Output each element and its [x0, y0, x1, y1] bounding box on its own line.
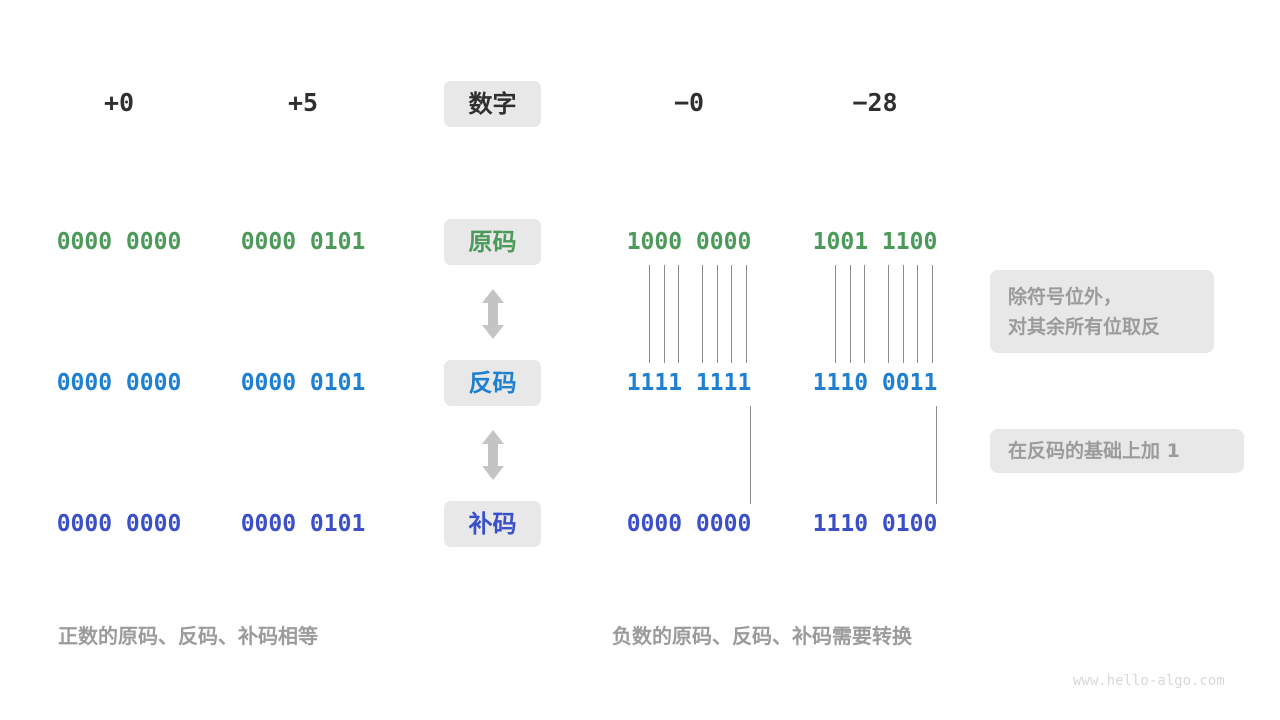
header-plus-zero: +0 — [103, 88, 135, 117]
cell-buma-plus-five: 0000 0101 — [240, 511, 366, 537]
cell-fanma-plus-zero: 0000 0000 — [56, 370, 182, 396]
row-label-fanma: 反码 — [444, 360, 541, 406]
arrow-fanma-to-buma-icon — [478, 429, 508, 485]
cell-fanma-minus-twentyeight: 1110 0011 — [812, 370, 938, 396]
connector-invert-line — [835, 265, 836, 363]
connector-invert-line — [717, 265, 718, 363]
header-chip-number: 数字 — [444, 81, 541, 127]
connector-invert-line — [888, 265, 889, 363]
cell-buma-minus-twentyeight: 1110 0100 — [812, 511, 938, 537]
connector-invert-line — [664, 265, 665, 363]
connector-addone-line — [936, 406, 937, 504]
watermark-site-url: www.hello-algo.com — [1073, 673, 1225, 689]
caption-positive-equal: 正数的原码、反码、补码相等 — [58, 624, 318, 648]
connector-invert-line — [932, 265, 933, 363]
connector-invert-line — [746, 265, 747, 363]
cell-fanma-plus-five: 0000 0101 — [240, 370, 366, 396]
connector-invert-line — [731, 265, 732, 363]
header-plus-five: +5 — [287, 88, 319, 117]
connector-invert-line — [649, 265, 650, 363]
row-label-buma: 补码 — [444, 501, 541, 547]
note-add-one: 在反码的基础上加 1 — [990, 429, 1244, 473]
connector-invert-line — [917, 265, 918, 363]
note-invert-except-sign: 除符号位外， 对其余所有位取反 — [990, 270, 1214, 353]
cell-yuanma-minus-zero: 1000 0000 — [626, 229, 752, 255]
connector-invert-line — [864, 265, 865, 363]
connector-invert-line — [678, 265, 679, 363]
connector-addone-line — [750, 406, 751, 504]
cell-fanma-minus-zero: 1111 1111 — [626, 370, 752, 396]
arrow-yuanma-to-fanma-icon — [478, 288, 508, 344]
row-label-yuanma: 原码 — [444, 219, 541, 265]
caption-negative-convert: 负数的原码、反码、补码需要转换 — [612, 624, 912, 648]
connector-invert-line — [702, 265, 703, 363]
connector-invert-line — [850, 265, 851, 363]
cell-buma-plus-zero: 0000 0000 — [56, 511, 182, 537]
cell-yuanma-minus-twentyeight: 1001 1100 — [812, 229, 938, 255]
header-minus-zero: −0 — [673, 88, 705, 117]
cell-yuanma-plus-five: 0000 0101 — [240, 229, 366, 255]
cell-yuanma-plus-zero: 0000 0000 — [56, 229, 182, 255]
connector-invert-line — [903, 265, 904, 363]
header-minus-twentyeight: −28 — [852, 88, 898, 117]
cell-buma-minus-zero: 0000 0000 — [626, 511, 752, 537]
